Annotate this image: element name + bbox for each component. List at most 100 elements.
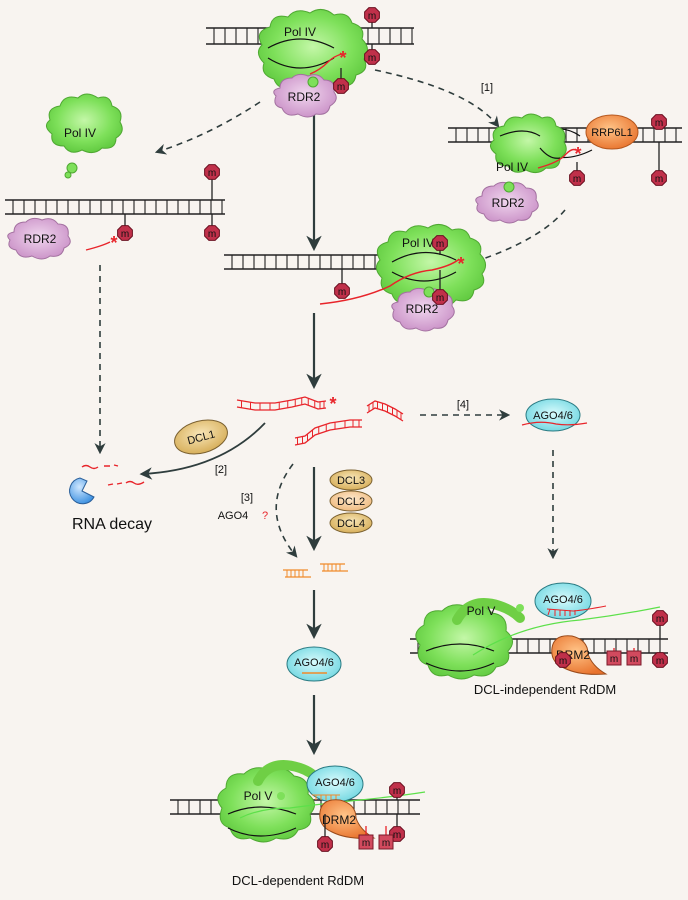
small-rna-duplexes [283, 563, 348, 578]
dsrna-star: * [329, 394, 336, 414]
rna-decay-group: RNA decay [69, 464, 152, 533]
methyl-label: m [393, 786, 401, 797]
methyl-label: m [610, 654, 618, 665]
rrp6l1-ellipse [585, 114, 639, 150]
methyl-label: m [362, 838, 370, 849]
polv-complex-dcl-dependent: Pol V AGO4/6 DRM2 [217, 760, 426, 843]
step-1-label: [1] [481, 82, 493, 94]
rna-end-star-right: * [574, 144, 581, 164]
ago46-label-right: AGO4/6 [533, 410, 573, 422]
pol-iv-label-mid: Pol IV [402, 236, 434, 250]
pol-iv-cloud-right [490, 113, 567, 174]
rdr2-label-mid: RDR2 [406, 302, 439, 316]
arrow-dashed-1 [374, 69, 500, 128]
methyl-mark-7: m [651, 114, 667, 130]
methyl-mark-4: m [204, 164, 220, 200]
dcl-dependent-rddm-label: DCL-dependent RdDM [232, 873, 364, 888]
methyl-label: m [630, 654, 638, 665]
methyl-mark-21: m [358, 826, 374, 850]
ago46-free-middle: AGO4/6 [286, 646, 342, 682]
methyl-mark-14: m [652, 652, 668, 668]
dcl3-label: DCL3 [337, 475, 365, 487]
pol-iv-label: Pol IV [284, 25, 316, 39]
exonuclease-pacman-icon [69, 477, 95, 505]
methyl-label: m [382, 838, 390, 849]
methyl-label: m [436, 293, 444, 304]
left-dissociated-complex: Pol IV RDR2 * [7, 93, 123, 260]
methyl-mark-3: m [333, 68, 349, 94]
pol-iv-cloud-mid [376, 224, 486, 308]
methyl-label: m [368, 53, 376, 64]
methyl-mark-1: m [364, 7, 380, 28]
rna-decay-label: RNA decay [72, 516, 152, 533]
pol-iv-cloud [258, 9, 368, 93]
srna-duplex-1 [283, 569, 311, 578]
rdr2-cloud-right [475, 181, 539, 224]
dcl2-enzyme: DCL2 [329, 490, 373, 512]
pol-iv-label-left: Pol IV [64, 126, 96, 140]
methyl-mark-6: m [117, 214, 133, 241]
ago4-question-mark: ? [262, 510, 268, 522]
step-2-label: [2] [215, 464, 227, 476]
methyl-label: m [368, 11, 376, 22]
rna-end-star-left: * [110, 233, 117, 253]
methyl-mark-16: m [606, 648, 622, 666]
methyl-label: m [655, 118, 663, 129]
methyl-label: m [393, 830, 401, 841]
methyl-mark-2: m [364, 44, 380, 65]
rdr2-label: RDR2 [288, 90, 321, 104]
rrp6l1-complex: RRP6L1 * Pol IV RDR2 [1] [475, 82, 639, 224]
methyl-label: m [573, 174, 581, 185]
methyl-label: m [656, 656, 664, 667]
pol-v-label-left: Pol V [244, 789, 273, 803]
ago46-label-middle: AGO4/6 [294, 657, 334, 669]
dcl3-enzyme: DCL3 [329, 469, 373, 491]
arrow-dashed-ago4 [275, 463, 298, 558]
methyl-label: m [656, 614, 664, 625]
methyl-label: m [321, 840, 329, 851]
methyl-mark-20: m [317, 814, 333, 852]
methyl-mark-5: m [204, 214, 220, 241]
rna-end-star: * [339, 48, 346, 68]
step-3-label: [3] [241, 492, 253, 504]
drm2-label-left: DRM2 [322, 813, 356, 827]
methyl-label: m [337, 82, 345, 93]
middle-polIV-complex: * Pol IV RDR2 [319, 224, 486, 332]
arrow-dcl1-decay [139, 422, 266, 480]
ago4-label: AGO4 [218, 510, 249, 522]
arrow-dashed-rrp-return [471, 209, 566, 265]
methyl-mark-15: m [555, 652, 571, 668]
ago46-label-polv-left: AGO4/6 [315, 777, 355, 789]
dsrna-fragment-1 [236, 396, 327, 411]
pol-iv-cloud-left [46, 93, 123, 154]
methyl-mark-11: m [432, 270, 448, 305]
srna-duplex-2 [320, 563, 348, 572]
step-4-label: [4] [457, 399, 469, 411]
methyl-mark-18: m [389, 782, 405, 800]
methyl-mark-12: m [334, 269, 350, 299]
dcl-independent-rddm-label: DCL-independent RdDM [474, 682, 616, 697]
methyl-label: m [655, 174, 663, 185]
top-polIV-complex: Pol IV RDR2 * [258, 9, 368, 118]
rrp6l1-label: RRP6L1 [591, 127, 633, 139]
rdr2-cloud [273, 73, 337, 118]
arrow-dashed-to-left [154, 101, 261, 155]
methyl-mark-13: m [652, 610, 668, 639]
ago46-label-polv-right: AGO4/6 [543, 594, 583, 606]
dcl1-enzyme: DCL1 [174, 419, 228, 455]
rdr2-label-right: RDR2 [492, 196, 525, 210]
methyl-mark-22: m [378, 826, 394, 850]
rdr2-cloud-left [7, 217, 71, 260]
dsrna-fragment-3 [366, 400, 404, 422]
pol-v-label-right: Pol V [467, 604, 496, 618]
methyl-label: m [121, 229, 129, 240]
dcl2-label: DCL2 [337, 496, 365, 508]
methyl-label: m [208, 229, 216, 240]
rna-end-star-mid: * [457, 254, 464, 274]
methyl-label: m [208, 168, 216, 179]
arrows [94, 69, 566, 756]
dna-left [5, 199, 225, 215]
